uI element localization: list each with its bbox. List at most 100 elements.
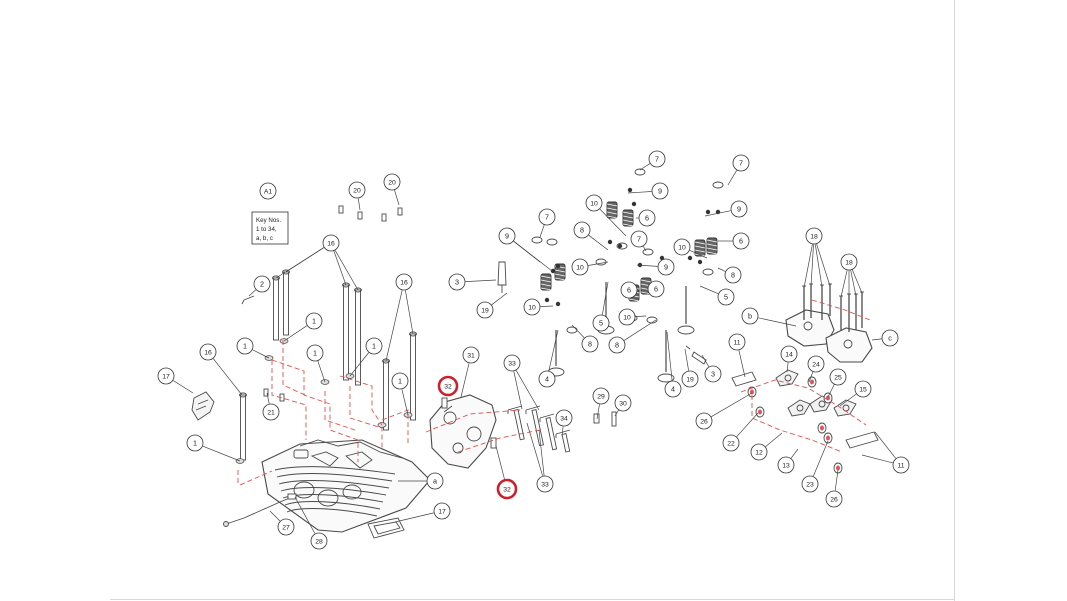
callout-c6b: 6 bbox=[732, 232, 750, 250]
callout-c1f: 1 bbox=[186, 434, 204, 452]
callout-label: 1 bbox=[243, 341, 247, 350]
callout-label: 32 bbox=[503, 486, 511, 493]
callout-c5a: 5 bbox=[592, 314, 610, 332]
callout-c6a: 6 bbox=[638, 209, 656, 227]
callout-label: 4 bbox=[545, 374, 549, 383]
callout-label: 5 bbox=[599, 318, 603, 327]
callout-c3b: 3 bbox=[704, 365, 722, 383]
callout-label: A1 bbox=[264, 188, 273, 195]
callout-label: 17 bbox=[162, 373, 170, 380]
callout-c8a: 8 bbox=[573, 221, 591, 239]
diagram-artwork bbox=[191, 168, 879, 539]
callout-c10e: 10 bbox=[618, 308, 636, 326]
callout-cb: b bbox=[741, 307, 759, 325]
callout-c4a: 4 bbox=[538, 370, 556, 388]
callout-c1a: 1 bbox=[305, 312, 323, 330]
callout-label: 9 bbox=[658, 186, 662, 195]
key-note-line-1: Key Nos. bbox=[256, 217, 281, 224]
callout-label: a bbox=[433, 476, 437, 485]
callout-c11b: 11 bbox=[892, 456, 910, 474]
callout-label: 26 bbox=[700, 418, 708, 425]
callout-c20a: 20 bbox=[348, 181, 366, 199]
callout-c14: 14 bbox=[780, 345, 798, 363]
callout-label: 17 bbox=[438, 508, 446, 515]
callout-label: 18 bbox=[845, 259, 853, 266]
callout-c1b: 1 bbox=[236, 337, 254, 355]
callout-label: 24 bbox=[812, 361, 820, 368]
callout-label: 10 bbox=[623, 314, 631, 321]
callout-c18a: 18 bbox=[805, 227, 823, 245]
callout-ca: a bbox=[426, 472, 444, 490]
callout-label: 7 bbox=[545, 212, 549, 221]
callout-c20b: 20 bbox=[383, 173, 401, 191]
callout-c13: 13 bbox=[777, 456, 795, 474]
callout-label: 1 bbox=[193, 438, 197, 447]
callout-label: 8 bbox=[731, 270, 735, 279]
callout-label: 33 bbox=[541, 481, 549, 488]
callout-c1e: 1 bbox=[391, 372, 409, 390]
key-note-line-3: a, b, c bbox=[256, 235, 273, 242]
callout-c10d: 10 bbox=[523, 298, 541, 316]
callout-label: 19 bbox=[481, 307, 489, 314]
callout-label: 16 bbox=[400, 279, 408, 286]
callout-c8d: 8 bbox=[608, 336, 626, 354]
callout-label: 6 bbox=[627, 285, 631, 294]
callout-label: 12 bbox=[755, 449, 763, 456]
callout-label: b bbox=[748, 311, 752, 320]
callout-label: 10 bbox=[590, 200, 598, 207]
callout-label: 32 bbox=[444, 383, 452, 390]
callout-c16c: 16 bbox=[199, 343, 217, 361]
callout-label: 4 bbox=[671, 384, 675, 393]
callout-label: 21 bbox=[267, 409, 275, 416]
callout-c9d: 9 bbox=[657, 258, 675, 276]
callout-label: c bbox=[888, 333, 892, 342]
callout-label: 26 bbox=[830, 496, 838, 503]
callout-label: 6 bbox=[645, 213, 649, 222]
callout-label: 11 bbox=[733, 339, 740, 346]
callout-label: 33 bbox=[508, 360, 516, 367]
callout-label: 22 bbox=[727, 440, 735, 447]
callout-label: 8 bbox=[588, 339, 592, 348]
callout-label: 10 bbox=[576, 264, 584, 271]
callout-c24: 24 bbox=[807, 355, 825, 373]
callout-label: 19 bbox=[686, 376, 694, 383]
callout-c12: 12 bbox=[750, 443, 768, 461]
callout-c1c: 1 bbox=[306, 344, 324, 362]
callout-c19a: 19 bbox=[476, 301, 494, 319]
callout-label: 7 bbox=[655, 154, 659, 163]
callout-c22: 22 bbox=[722, 434, 740, 452]
callout-label: 28 bbox=[315, 538, 323, 545]
callout-c28: 28 bbox=[310, 532, 328, 550]
callout-label: 31 bbox=[467, 352, 475, 359]
callout-label: 6 bbox=[654, 284, 658, 293]
callout-c3a: 3 bbox=[448, 273, 466, 291]
callout-label: 7 bbox=[637, 234, 641, 243]
callout-c23: 23 bbox=[801, 475, 819, 493]
callout-c29: 29 bbox=[592, 387, 610, 405]
callout-label: 27 bbox=[282, 524, 290, 531]
callout-c7a: 7 bbox=[648, 150, 666, 168]
leader-lines bbox=[173, 163, 896, 534]
callout-c7c: 7 bbox=[538, 208, 556, 226]
callout-label: 16 bbox=[327, 240, 335, 247]
callout-c10a: 10 bbox=[585, 194, 603, 212]
callout-cc: c bbox=[881, 329, 899, 347]
callout-c26a: 26 bbox=[695, 412, 713, 430]
callout-c32a: 32 bbox=[437, 375, 459, 397]
callout-c8c: 8 bbox=[581, 335, 599, 353]
callout-c15: 15 bbox=[854, 380, 872, 398]
callout-label: 6 bbox=[739, 236, 743, 245]
callout-label: 9 bbox=[505, 231, 509, 240]
frame-edge-right bbox=[954, 0, 955, 601]
callout-label: 1 bbox=[398, 376, 402, 385]
callout-label: 8 bbox=[580, 225, 584, 234]
callout-cA1: A1 bbox=[259, 182, 277, 200]
callout-c17b: 17 bbox=[433, 502, 451, 520]
callout-label: 3 bbox=[711, 369, 715, 378]
callout-c8b: 8 bbox=[724, 266, 742, 284]
callout-c5b: 5 bbox=[717, 288, 735, 306]
key-note-line-2: 1 to 34, bbox=[256, 226, 277, 233]
callout-c26b: 26 bbox=[825, 490, 843, 508]
